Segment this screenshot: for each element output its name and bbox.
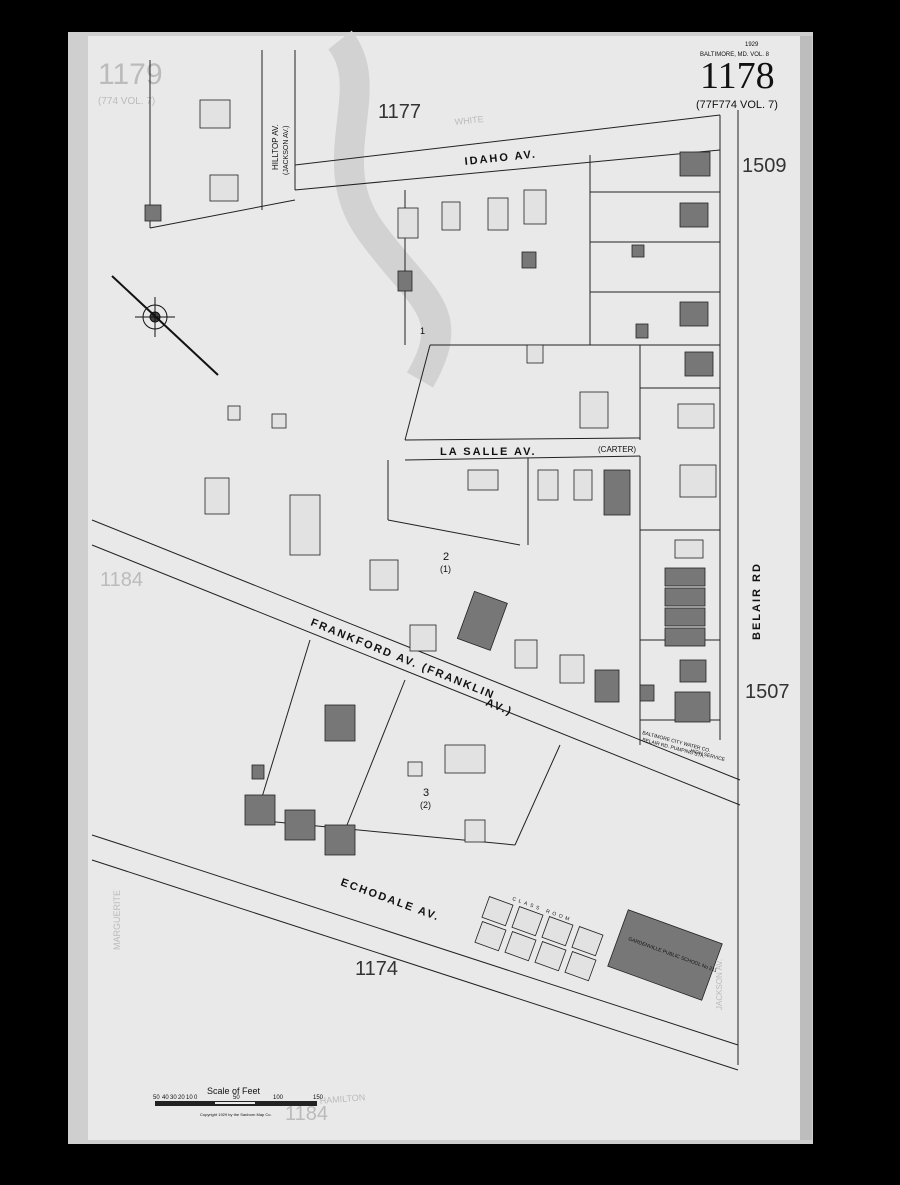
adjacent-sheet-ref: (774 VOL. 7) — [98, 96, 155, 107]
scale-tick: 50 — [233, 1095, 240, 1101]
scale-tick: 30 — [170, 1095, 177, 1101]
copyright: Copyright 1929 by the Sanborn Map Co. — [200, 1112, 272, 1117]
street-label-jackson: JACKSON AV. — [715, 959, 724, 1010]
street-label-belair: BELAIR RD — [751, 562, 763, 640]
block-number-2-old: (1) — [440, 564, 451, 574]
frame-buildings — [199, 99, 717, 982]
scale-tick: 100 — [273, 1095, 284, 1101]
corner-code: 1929 — [745, 42, 759, 48]
scale-tick: 50 — [153, 1095, 160, 1101]
scale-tick: 150 — [313, 1095, 324, 1101]
scale-bar: Scale of Feet 50 40 30 20 10 0 50 100 15… — [153, 1086, 324, 1117]
block-number-2: 2 — [443, 551, 449, 563]
scale-title: Scale of Feet — [207, 1086, 261, 1096]
scale-tick: 20 — [178, 1095, 185, 1101]
adjacent-sheet-1174: 1174 — [355, 958, 398, 980]
street-label-la-salle: LA SALLE AV. — [440, 446, 537, 458]
street-label-hamilton: HAMILTON — [319, 1092, 365, 1106]
buildings — [144, 151, 723, 1001]
scale-tick: 0 — [194, 1095, 198, 1101]
block-number-3-old: (2) — [420, 800, 431, 810]
street-label-hilltop: HILLTOP AV. — [271, 124, 280, 170]
street-label-white: WHITE — [454, 114, 484, 127]
scale-tick: 40 — [162, 1095, 169, 1101]
street-label-jackson-old: (JACKSON AV.) — [283, 126, 290, 175]
block-number-1: 1 — [420, 326, 425, 336]
sub-reference: (77F774 VOL. 7) — [696, 99, 778, 111]
adjacent-sheet-1184-bottom: 1184 — [285, 1103, 328, 1125]
scale-tick: 10 — [186, 1095, 193, 1101]
street-label-carter: (CARTER) — [598, 445, 636, 454]
adjacent-sheet-1179: 1179 — [98, 58, 163, 91]
block-number-3: 3 — [423, 787, 429, 799]
adjacent-sheet-1507: 1507 — [745, 681, 790, 703]
header-text: BALTIMORE, MD. VOL. 8 — [700, 52, 770, 58]
adjacent-sheet-1177: 1177 — [378, 101, 421, 123]
street-label-marguerite: MARGUERITE — [112, 890, 122, 950]
adjacent-sheet-1184: 1184 — [100, 569, 143, 591]
page-number: 1178 — [700, 55, 775, 97]
north-arrow-icon — [111, 275, 219, 376]
adjacent-sheet-1509: 1509 — [742, 155, 787, 177]
